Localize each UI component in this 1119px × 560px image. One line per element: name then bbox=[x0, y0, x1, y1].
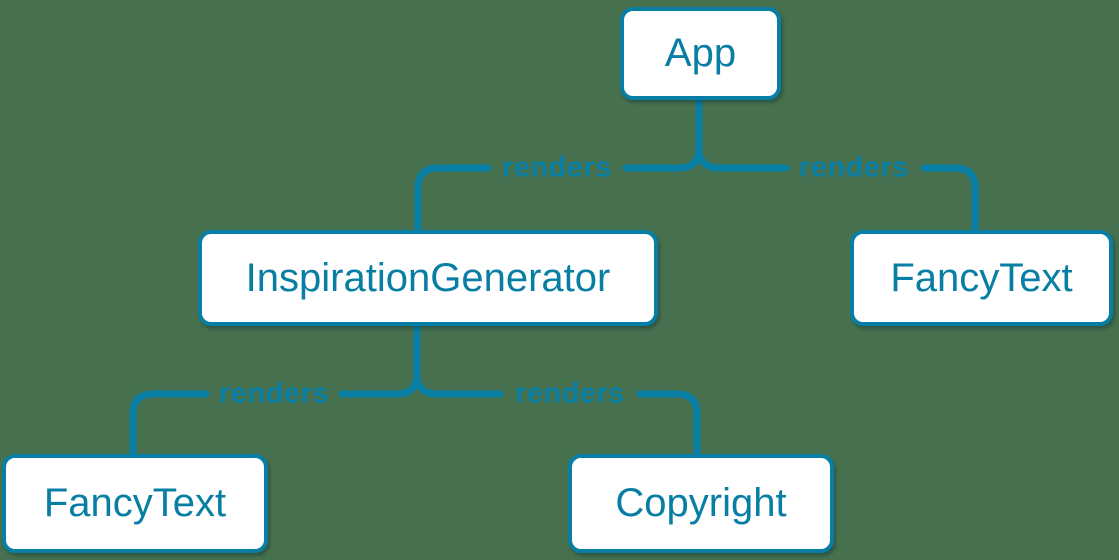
edge-line-app-fancytext-near bbox=[695, 96, 790, 172]
node-copyright: Copyright bbox=[568, 454, 834, 553]
edge-line-app-inspiration-far bbox=[414, 164, 492, 235]
edge-label-inspiration-copyright: renders bbox=[515, 377, 625, 410]
node-fancy-text-left: FancyText bbox=[2, 454, 268, 553]
node-fancy-text-right: FancyText bbox=[850, 230, 1113, 326]
edge-label-app-fancytext: renders bbox=[799, 151, 909, 184]
edge-line-inspiration-fancytext-far bbox=[129, 390, 210, 459]
edge-line-inspiration-fancytext-near bbox=[338, 322, 421, 398]
edge-label-app-inspiration: renders bbox=[502, 151, 612, 184]
node-inspiration-generator: InspirationGenerator bbox=[198, 230, 658, 326]
edge-label-inspiration-fancytext: renders bbox=[219, 377, 329, 410]
edge-line-app-inspiration-near bbox=[622, 96, 703, 172]
edge-line-app-fancytext-far bbox=[920, 164, 979, 235]
node-inspiration-generator-label: InspirationGenerator bbox=[245, 255, 611, 300]
node-fancy-text-left-label: FancyText bbox=[43, 481, 227, 525]
edge-line-inspiration-copyright-near bbox=[413, 322, 504, 398]
node-copyright-label: Copyright bbox=[615, 481, 787, 525]
node-app: App bbox=[620, 7, 781, 100]
node-app-label: App bbox=[664, 31, 737, 75]
edge-line-inspiration-copyright-far bbox=[636, 390, 701, 459]
node-fancy-text-right-label: FancyText bbox=[890, 255, 1073, 300]
